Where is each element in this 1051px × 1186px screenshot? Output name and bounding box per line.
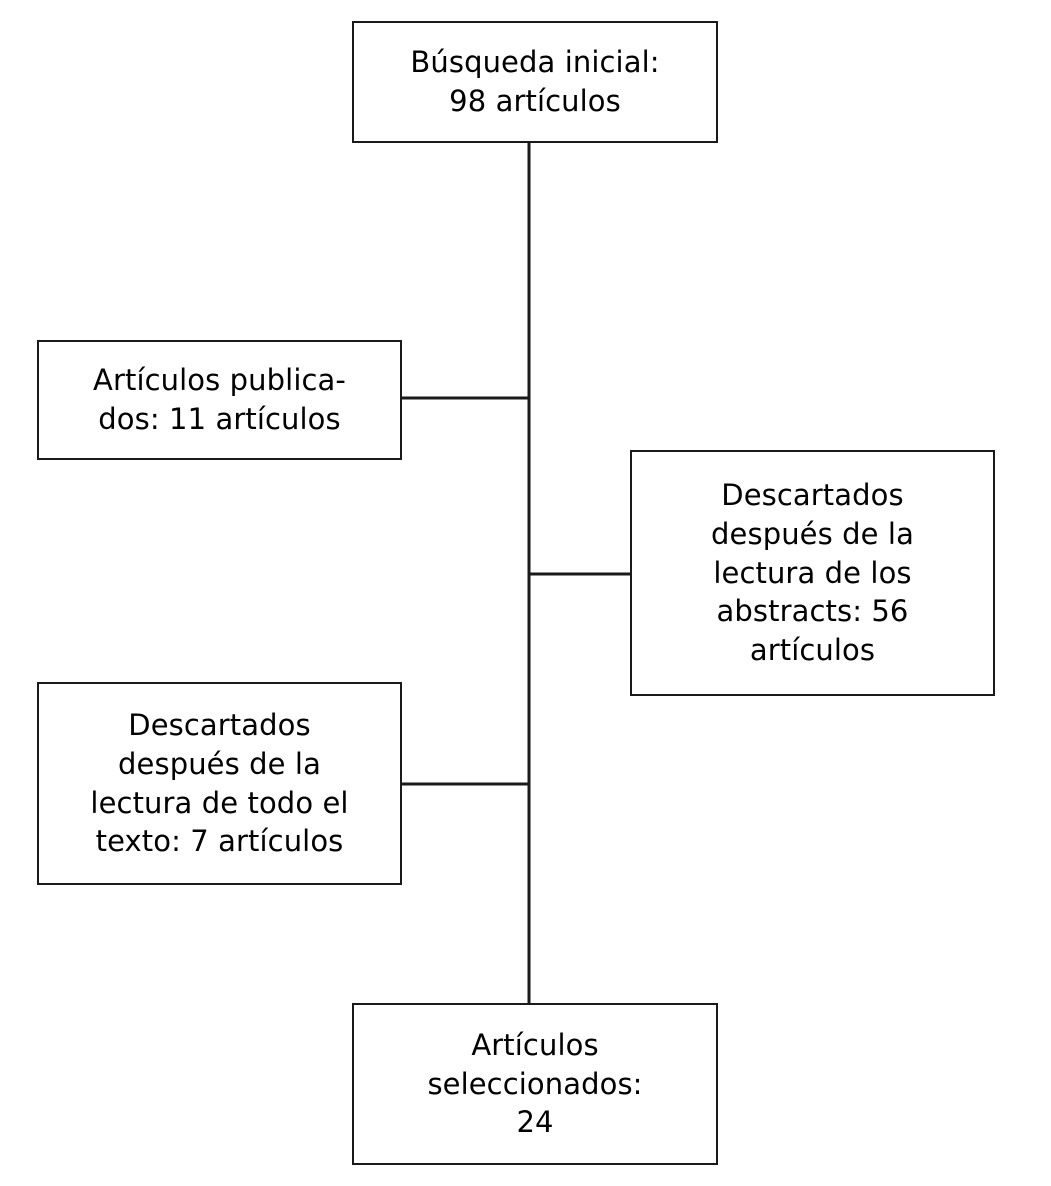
discarded-after-fulltext-label: Descartados después de la lectura de tod…: [90, 707, 349, 859]
published-articles-box: Artículos publica- dos: 11 artículos: [37, 340, 402, 460]
initial-search-label: Búsqueda inicial: 98 artículos: [410, 45, 660, 118]
initial-search-box: Búsqueda inicial: 98 artículos: [352, 21, 718, 143]
selected-articles-label: Artículos seleccionados: 24: [427, 1027, 643, 1140]
discarded-after-abstracts-label: Descartados después de la lectura de los…: [711, 477, 914, 668]
discarded-after-fulltext-box: Descartados después de la lectura de tod…: [37, 682, 402, 885]
selected-articles-box: Artículos seleccionados: 24: [352, 1003, 718, 1165]
published-articles-label: Artículos publica- dos: 11 artículos: [93, 363, 346, 436]
discarded-after-abstracts-box: Descartados después de la lectura de los…: [630, 450, 995, 696]
